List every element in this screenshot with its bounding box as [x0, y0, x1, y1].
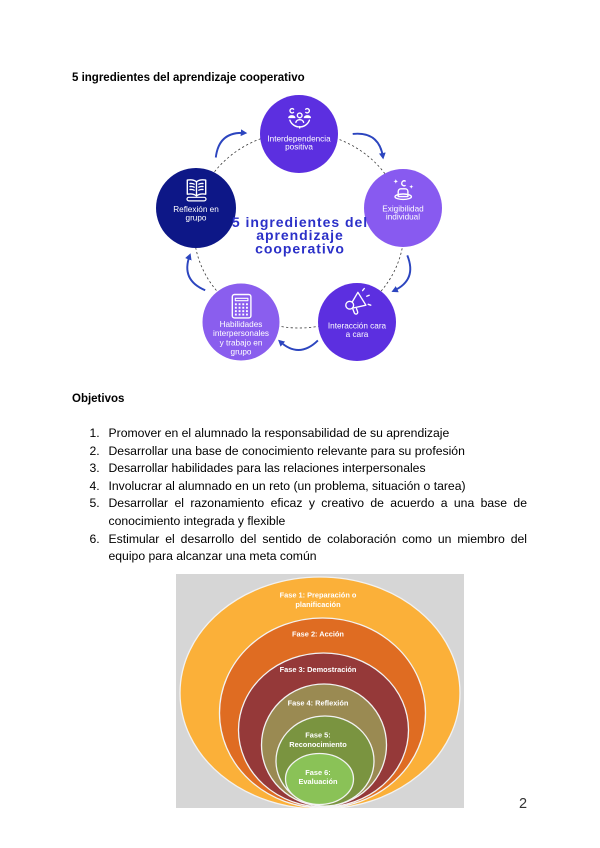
- svg-text:5 ingredientes del: 5 ingredientes del: [232, 214, 368, 230]
- svg-text:Reflexión en: Reflexión en: [173, 205, 219, 214]
- svg-text:Exigibilidad: Exigibilidad: [382, 204, 424, 213]
- svg-text:planificación: planificación: [295, 600, 341, 609]
- svg-text:grupo: grupo: [186, 214, 207, 223]
- svg-text:aprendizaje: aprendizaje: [256, 227, 343, 243]
- svg-text:grupo: grupo: [231, 347, 252, 356]
- svg-text:a cara: a cara: [346, 330, 369, 339]
- svg-text:Fase 2: Acción: Fase 2: Acción: [292, 629, 344, 638]
- svg-text:Interdependencia: Interdependencia: [267, 135, 331, 144]
- svg-text:cooperativo: cooperativo: [255, 241, 345, 257]
- svg-text:Interacción cara: Interacción cara: [328, 322, 387, 331]
- svg-text:Fase 1: Preparación o: Fase 1: Preparación o: [280, 591, 357, 600]
- svg-text:interpersonales: interpersonales: [213, 329, 269, 338]
- svg-text:Fase 6:: Fase 6:: [305, 768, 330, 777]
- svg-text:individual: individual: [386, 213, 420, 222]
- svg-text:y trabajo en: y trabajo en: [220, 338, 263, 347]
- svg-text:Habilidades: Habilidades: [220, 320, 263, 329]
- svg-text:Fase 4: Reflexión: Fase 4: Reflexión: [288, 699, 349, 708]
- svg-text:Reconocimiento: Reconocimiento: [289, 740, 347, 749]
- svg-text:positiva: positiva: [285, 143, 313, 152]
- svg-text:Fase 3: Demostración: Fase 3: Demostración: [280, 665, 357, 674]
- svg-text:Evaluación: Evaluación: [298, 777, 338, 786]
- svg-text:Fase 5:: Fase 5:: [305, 731, 330, 740]
